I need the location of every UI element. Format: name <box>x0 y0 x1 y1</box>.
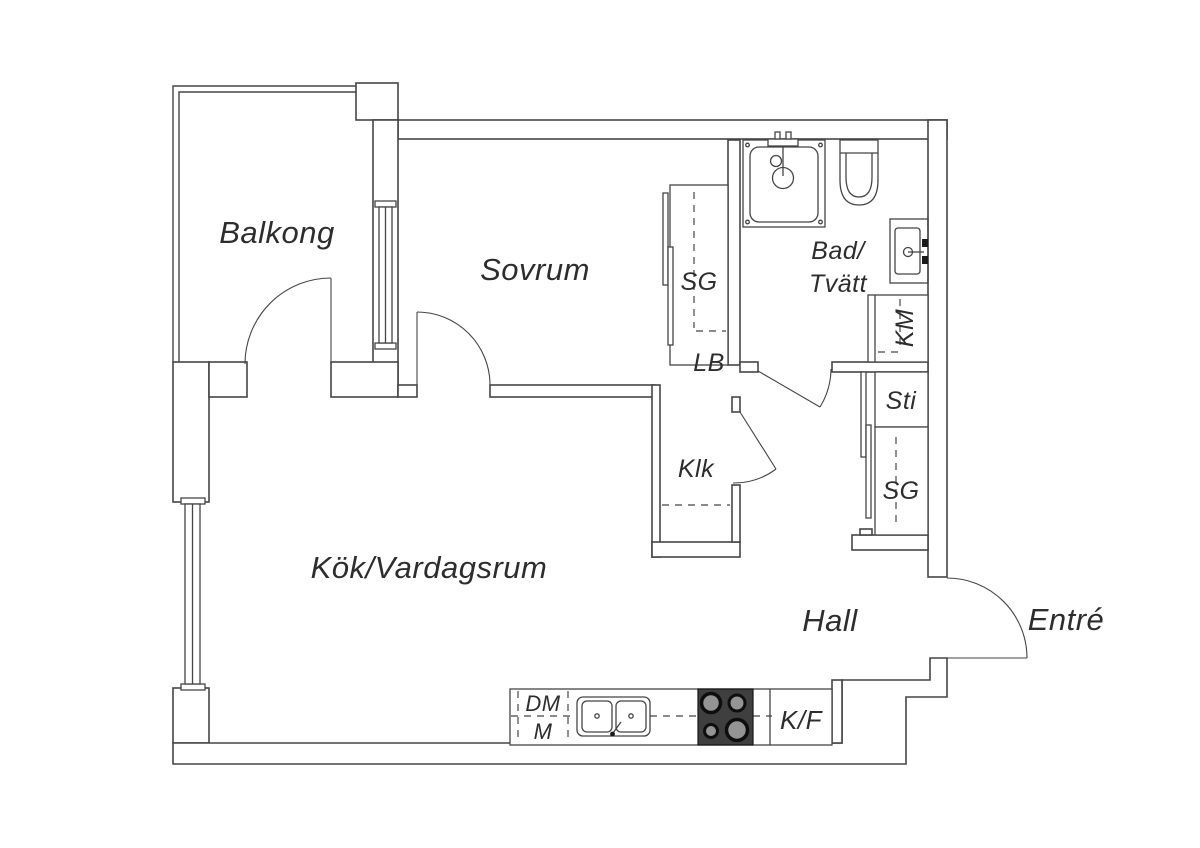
label-walk-in-closet: Klk <box>678 455 715 483</box>
balcony-railing <box>172 85 358 362</box>
wall-top <box>397 119 948 140</box>
label-micro: M <box>534 719 553 744</box>
stove <box>697 688 754 746</box>
bathroom-fixtures <box>742 131 929 284</box>
label-linen-cabinet: LB <box>693 349 725 377</box>
wall-klk-right-lower <box>731 484 741 543</box>
faucet-icon <box>902 246 914 258</box>
wall-bedroom-bottom <box>489 384 656 398</box>
cabinets <box>662 184 929 536</box>
label-bathroom-line2: Tvätt <box>809 270 868 298</box>
wall-hall-wardrobe-bottom <box>851 534 929 551</box>
sliding-door-panel <box>865 424 872 519</box>
sliding-door-panel <box>662 192 669 286</box>
label-balcony: Balkong <box>219 215 335 250</box>
counter-outline <box>509 688 833 746</box>
wall-balcony-door-right <box>330 361 399 398</box>
label-kitchen-living: Kök/Vardagsrum <box>311 550 548 585</box>
wall-bedroom-bottom-stub <box>397 384 418 398</box>
sliding-door-panel <box>860 371 867 458</box>
wall-klk-bottom <box>651 541 741 558</box>
kitchen-counter <box>509 688 833 746</box>
shower <box>742 131 826 228</box>
shower-bar-icon <box>767 138 799 147</box>
burner-icon <box>724 717 750 743</box>
entry-door <box>930 577 1028 659</box>
washing-machine <box>867 294 929 363</box>
window-living-room <box>180 497 206 691</box>
label-bedroom-wardrobe: SG <box>680 268 717 296</box>
label-dishwasher: DM <box>525 691 560 716</box>
wall-hall-wardrobe-notch <box>859 528 873 536</box>
label-hall: Hall <box>802 603 858 638</box>
label-bedroom: Sovrum <box>480 252 590 287</box>
labels: Balkong Sovrum SG LB Bad/ Tvätt KM Sti S… <box>219 215 1104 744</box>
burner-icon <box>699 691 723 715</box>
label-washing-machine: KM <box>891 309 919 348</box>
shower-head-icon <box>771 166 795 190</box>
wall-left-lower <box>172 687 210 744</box>
bathroom-sink <box>889 218 929 284</box>
wall-right <box>927 119 948 578</box>
windows <box>180 200 397 691</box>
doors <box>244 277 1028 659</box>
window-balcony-bedroom <box>374 200 397 350</box>
label-hall-wardrobe: SG <box>882 477 919 505</box>
burner-icon <box>703 723 719 739</box>
faucet-icon <box>612 721 622 734</box>
bedroom-door <box>416 311 491 386</box>
wall-bathroom-left <box>727 139 741 366</box>
wall-klk-left <box>651 384 661 558</box>
hall-wardrobe <box>860 371 929 536</box>
label-fridge-freezer: K/F <box>780 705 824 735</box>
cleaning-cabinet <box>874 371 929 428</box>
burner-icon <box>727 693 747 713</box>
wall-bathroom-bottom-left <box>739 361 759 373</box>
wall-top-stub <box>355 82 399 121</box>
toilet <box>839 139 879 206</box>
wall-left-upper <box>172 361 210 503</box>
wall-bathroom-bottom-right <box>831 361 929 373</box>
wall-klk-right-upper <box>731 396 741 413</box>
balcony-door <box>244 277 332 365</box>
label-cleaning-cabinet: Sti <box>886 387 918 415</box>
bedroom-wardrobe <box>662 184 729 366</box>
walls <box>172 82 948 765</box>
wall-balcony-door-left <box>208 361 248 398</box>
label-bathroom-line1: Bad/ <box>811 237 867 265</box>
sliding-door-panel <box>667 246 674 346</box>
klk-door <box>732 411 777 484</box>
wall-counter-stub <box>831 679 843 744</box>
bathroom-door <box>757 368 832 408</box>
label-entrance: Entré <box>1028 602 1105 637</box>
shower-hose-icon <box>769 154 783 168</box>
kitchen-sink <box>576 696 651 737</box>
